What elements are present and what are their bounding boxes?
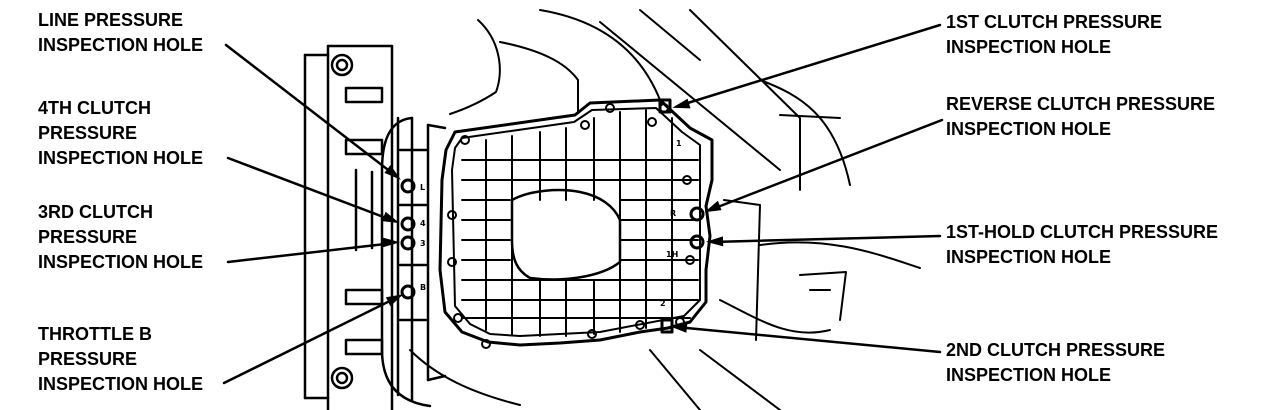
left-bracket bbox=[303, 44, 394, 410]
callout-line-pressure-line-1: LINE PRESSURE bbox=[38, 10, 184, 30]
callout-throttle-b: THROTTLE B PRESSURE INSPECTION HOLE bbox=[38, 322, 203, 397]
transmission-housing bbox=[409, 9, 921, 410]
leader-lines bbox=[222, 23, 944, 385]
hole-1st-hold-clutch bbox=[689, 234, 705, 250]
port-mark-1: 1 bbox=[676, 139, 682, 148]
port-mark-2: 2 bbox=[660, 299, 666, 308]
callout-2nd-clutch: 2ND CLUTCH PRESSURE INSPECTION HOLE bbox=[946, 338, 1165, 388]
callout-1st-hold-clutch-line-2: INSPECTION HOLE bbox=[946, 247, 1112, 267]
callout-3rd-clutch-line-1: 3RD CLUTCH bbox=[38, 202, 153, 222]
callout-4th-clutch-line-3: INSPECTION HOLE bbox=[38, 148, 204, 168]
hole-1st-clutch bbox=[658, 98, 672, 114]
inspection-holes bbox=[400, 98, 705, 334]
callout-throttle-b-line-1: THROTTLE B bbox=[38, 324, 152, 344]
callout-4th-clutch: 4TH CLUTCH PRESSURE INSPECTION HOLE bbox=[38, 96, 203, 171]
port-mark-l: L bbox=[420, 183, 425, 192]
hole-throttle-b bbox=[400, 284, 416, 300]
hole-2nd-clutch bbox=[660, 318, 674, 334]
callout-4th-clutch-line-1: 4TH CLUTCH bbox=[38, 98, 151, 118]
hole-4th-clutch bbox=[400, 216, 416, 232]
oil-pan-grid bbox=[461, 109, 699, 337]
hole-3rd-clutch bbox=[400, 235, 416, 251]
callout-1st-hold-clutch-line-1: 1ST-HOLD CLUTCH PRESSURE bbox=[946, 222, 1219, 242]
callout-4th-clutch-line-2: PRESSURE bbox=[38, 123, 138, 143]
port-marks: L 4 3 B 1 R 1H 2 bbox=[420, 139, 682, 308]
callout-reverse-clutch-line-1: REVERSE CLUTCH PRESSURE bbox=[946, 94, 1216, 114]
callout-line-pressure: LINE PRESSURE INSPECTION HOLE bbox=[38, 8, 203, 58]
port-mark-4: 4 bbox=[420, 219, 426, 228]
port-mark-r: R bbox=[670, 209, 676, 218]
valve-body-strip bbox=[380, 116, 447, 408]
callout-3rd-clutch: 3RD CLUTCH PRESSURE INSPECTION HOLE bbox=[38, 200, 203, 275]
callout-2nd-clutch-line-1: 2ND CLUTCH PRESSURE bbox=[946, 340, 1166, 360]
callout-line-pressure-line-2: INSPECTION HOLE bbox=[38, 35, 204, 55]
callout-1st-clutch-line-2: INSPECTION HOLE bbox=[946, 37, 1112, 57]
callout-reverse-clutch: REVERSE CLUTCH PRESSURE INSPECTION HOLE bbox=[946, 92, 1215, 142]
hole-line-pressure bbox=[400, 178, 416, 194]
callout-2nd-clutch-line-2: INSPECTION HOLE bbox=[946, 365, 1112, 385]
callout-3rd-clutch-line-3: INSPECTION HOLE bbox=[38, 252, 204, 272]
callout-throttle-b-line-2: PRESSURE bbox=[38, 349, 138, 369]
port-mark-1h: 1H bbox=[666, 250, 678, 259]
callout-reverse-clutch-line-2: INSPECTION HOLE bbox=[946, 119, 1112, 139]
arrowheads bbox=[382, 98, 724, 333]
port-mark-b: B bbox=[420, 283, 426, 292]
callout-1st-hold-clutch: 1ST-HOLD CLUTCH PRESSURE INSPECTION HOLE bbox=[946, 220, 1218, 270]
callout-throttle-b-line-3: INSPECTION HOLE bbox=[38, 374, 204, 394]
callout-1st-clutch-line-1: 1ST CLUTCH PRESSURE bbox=[946, 12, 1163, 32]
hole-reverse-clutch bbox=[689, 206, 705, 222]
callout-1st-clutch: 1ST CLUTCH PRESSURE INSPECTION HOLE bbox=[946, 10, 1162, 60]
port-mark-3: 3 bbox=[420, 239, 426, 248]
callout-3rd-clutch-line-2: PRESSURE bbox=[38, 227, 138, 247]
